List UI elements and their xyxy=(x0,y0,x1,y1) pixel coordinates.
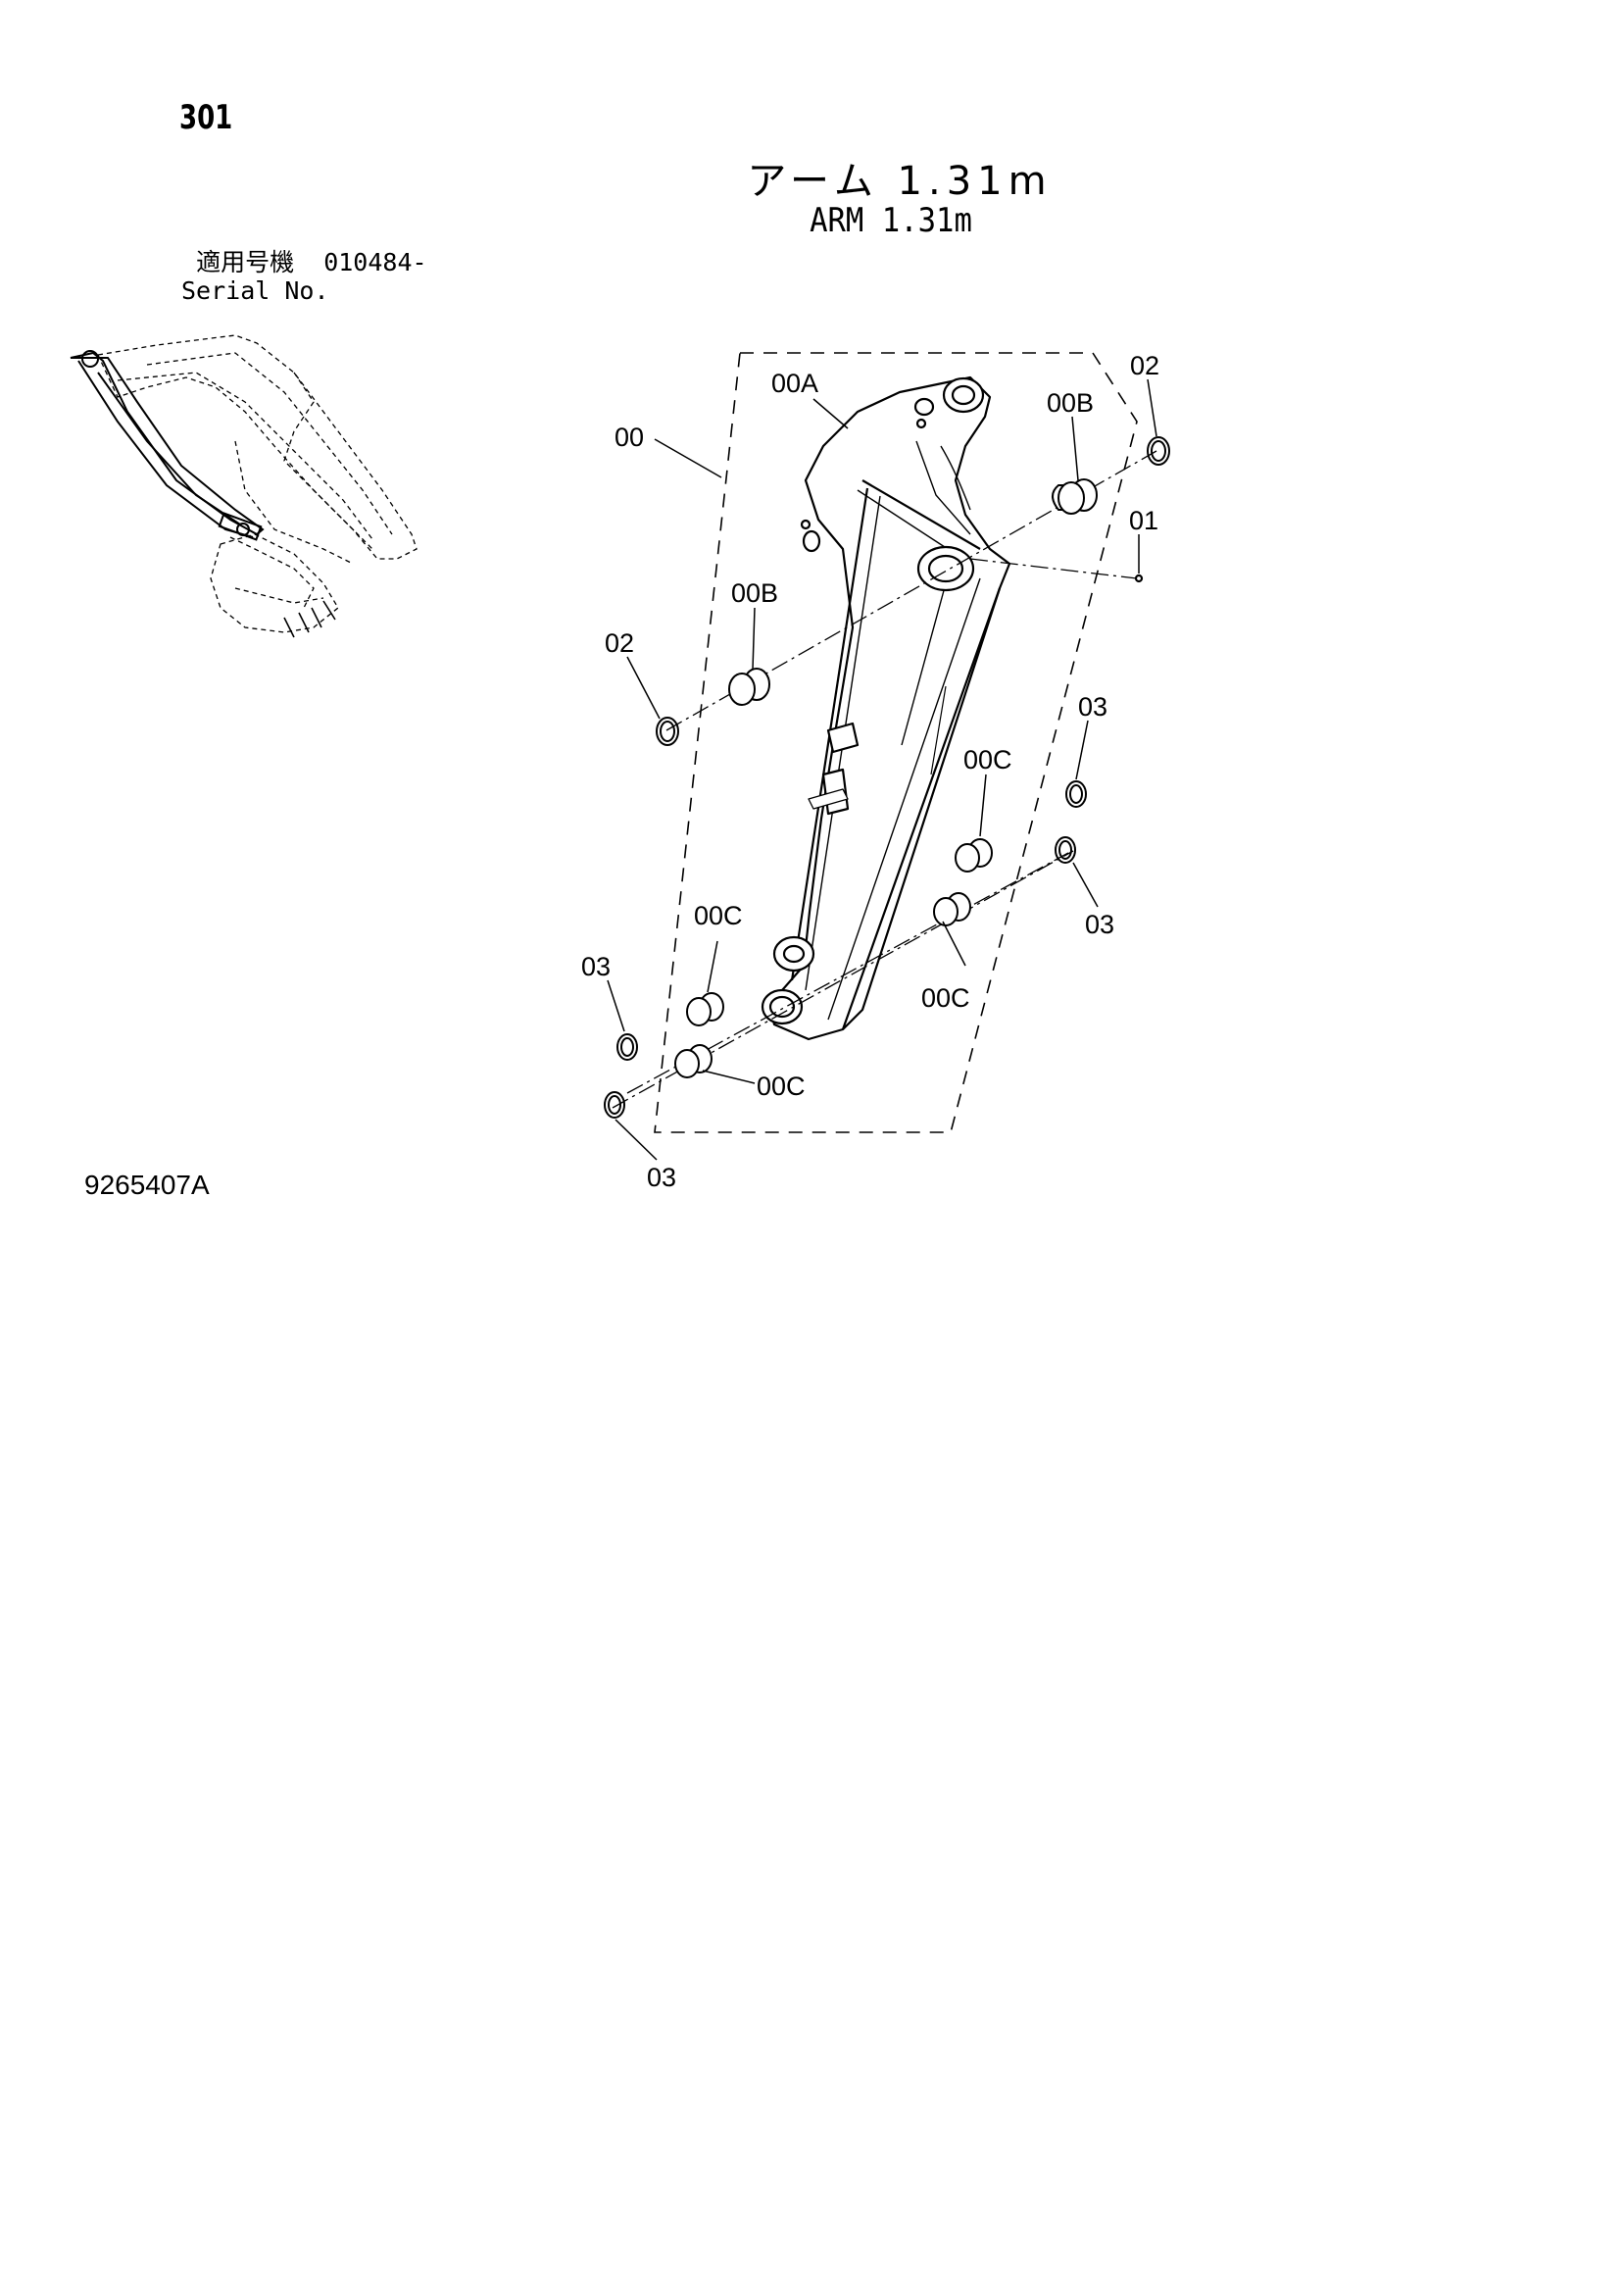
arm-body xyxy=(761,375,1144,1041)
serial-label-en: Serial No. xyxy=(181,276,329,305)
leader-lines xyxy=(607,378,1157,1161)
serial-value: 010484- xyxy=(323,248,427,276)
callout-03-b: 03 xyxy=(1085,910,1114,939)
assembly-boundary xyxy=(654,352,1138,1133)
bushings-00c xyxy=(674,838,993,1078)
page-number: 301 xyxy=(179,98,233,137)
callout-00a: 00A xyxy=(771,369,818,398)
title-english: ARM 1.31m xyxy=(810,201,972,240)
callout-02-right: 02 xyxy=(1130,351,1159,380)
shim-02-left xyxy=(656,717,679,746)
title-japanese: アーム 1.31m xyxy=(747,159,1053,204)
shim-02-right xyxy=(1147,436,1170,466)
bushing-00b-left xyxy=(728,668,770,706)
callout-00c-b: 00C xyxy=(694,901,743,930)
callout-00c-d: 00C xyxy=(757,1072,806,1101)
callout-00c-a: 00C xyxy=(963,745,1012,774)
callout-02-left: 02 xyxy=(605,628,634,658)
callout-00c-c: 00C xyxy=(921,983,970,1013)
callout-03-a: 03 xyxy=(1078,692,1107,722)
callout-00: 00 xyxy=(615,423,644,452)
callout-00b-right: 00B xyxy=(1047,388,1094,418)
callout-01: 01 xyxy=(1129,506,1158,535)
document-number: 9265407A xyxy=(84,1170,210,1200)
serial-label-jp: 適用号機 xyxy=(196,248,295,276)
callout-00b-left: 00B xyxy=(731,578,778,608)
bushing-00b-right xyxy=(1052,478,1098,515)
serial-block: 適用号機 010484- Serial No. xyxy=(181,248,427,305)
rings-03 xyxy=(604,780,1087,1119)
excavator-thumbnail xyxy=(70,334,418,638)
callout-03-d: 03 xyxy=(647,1163,676,1192)
callout-labels: 00 00A 00B 02 01 00B 02 03 00C 03 00C 00… xyxy=(581,351,1159,1192)
callout-03-c: 03 xyxy=(581,952,611,981)
serial-line-jp: 適用号機 010484- xyxy=(181,248,427,276)
